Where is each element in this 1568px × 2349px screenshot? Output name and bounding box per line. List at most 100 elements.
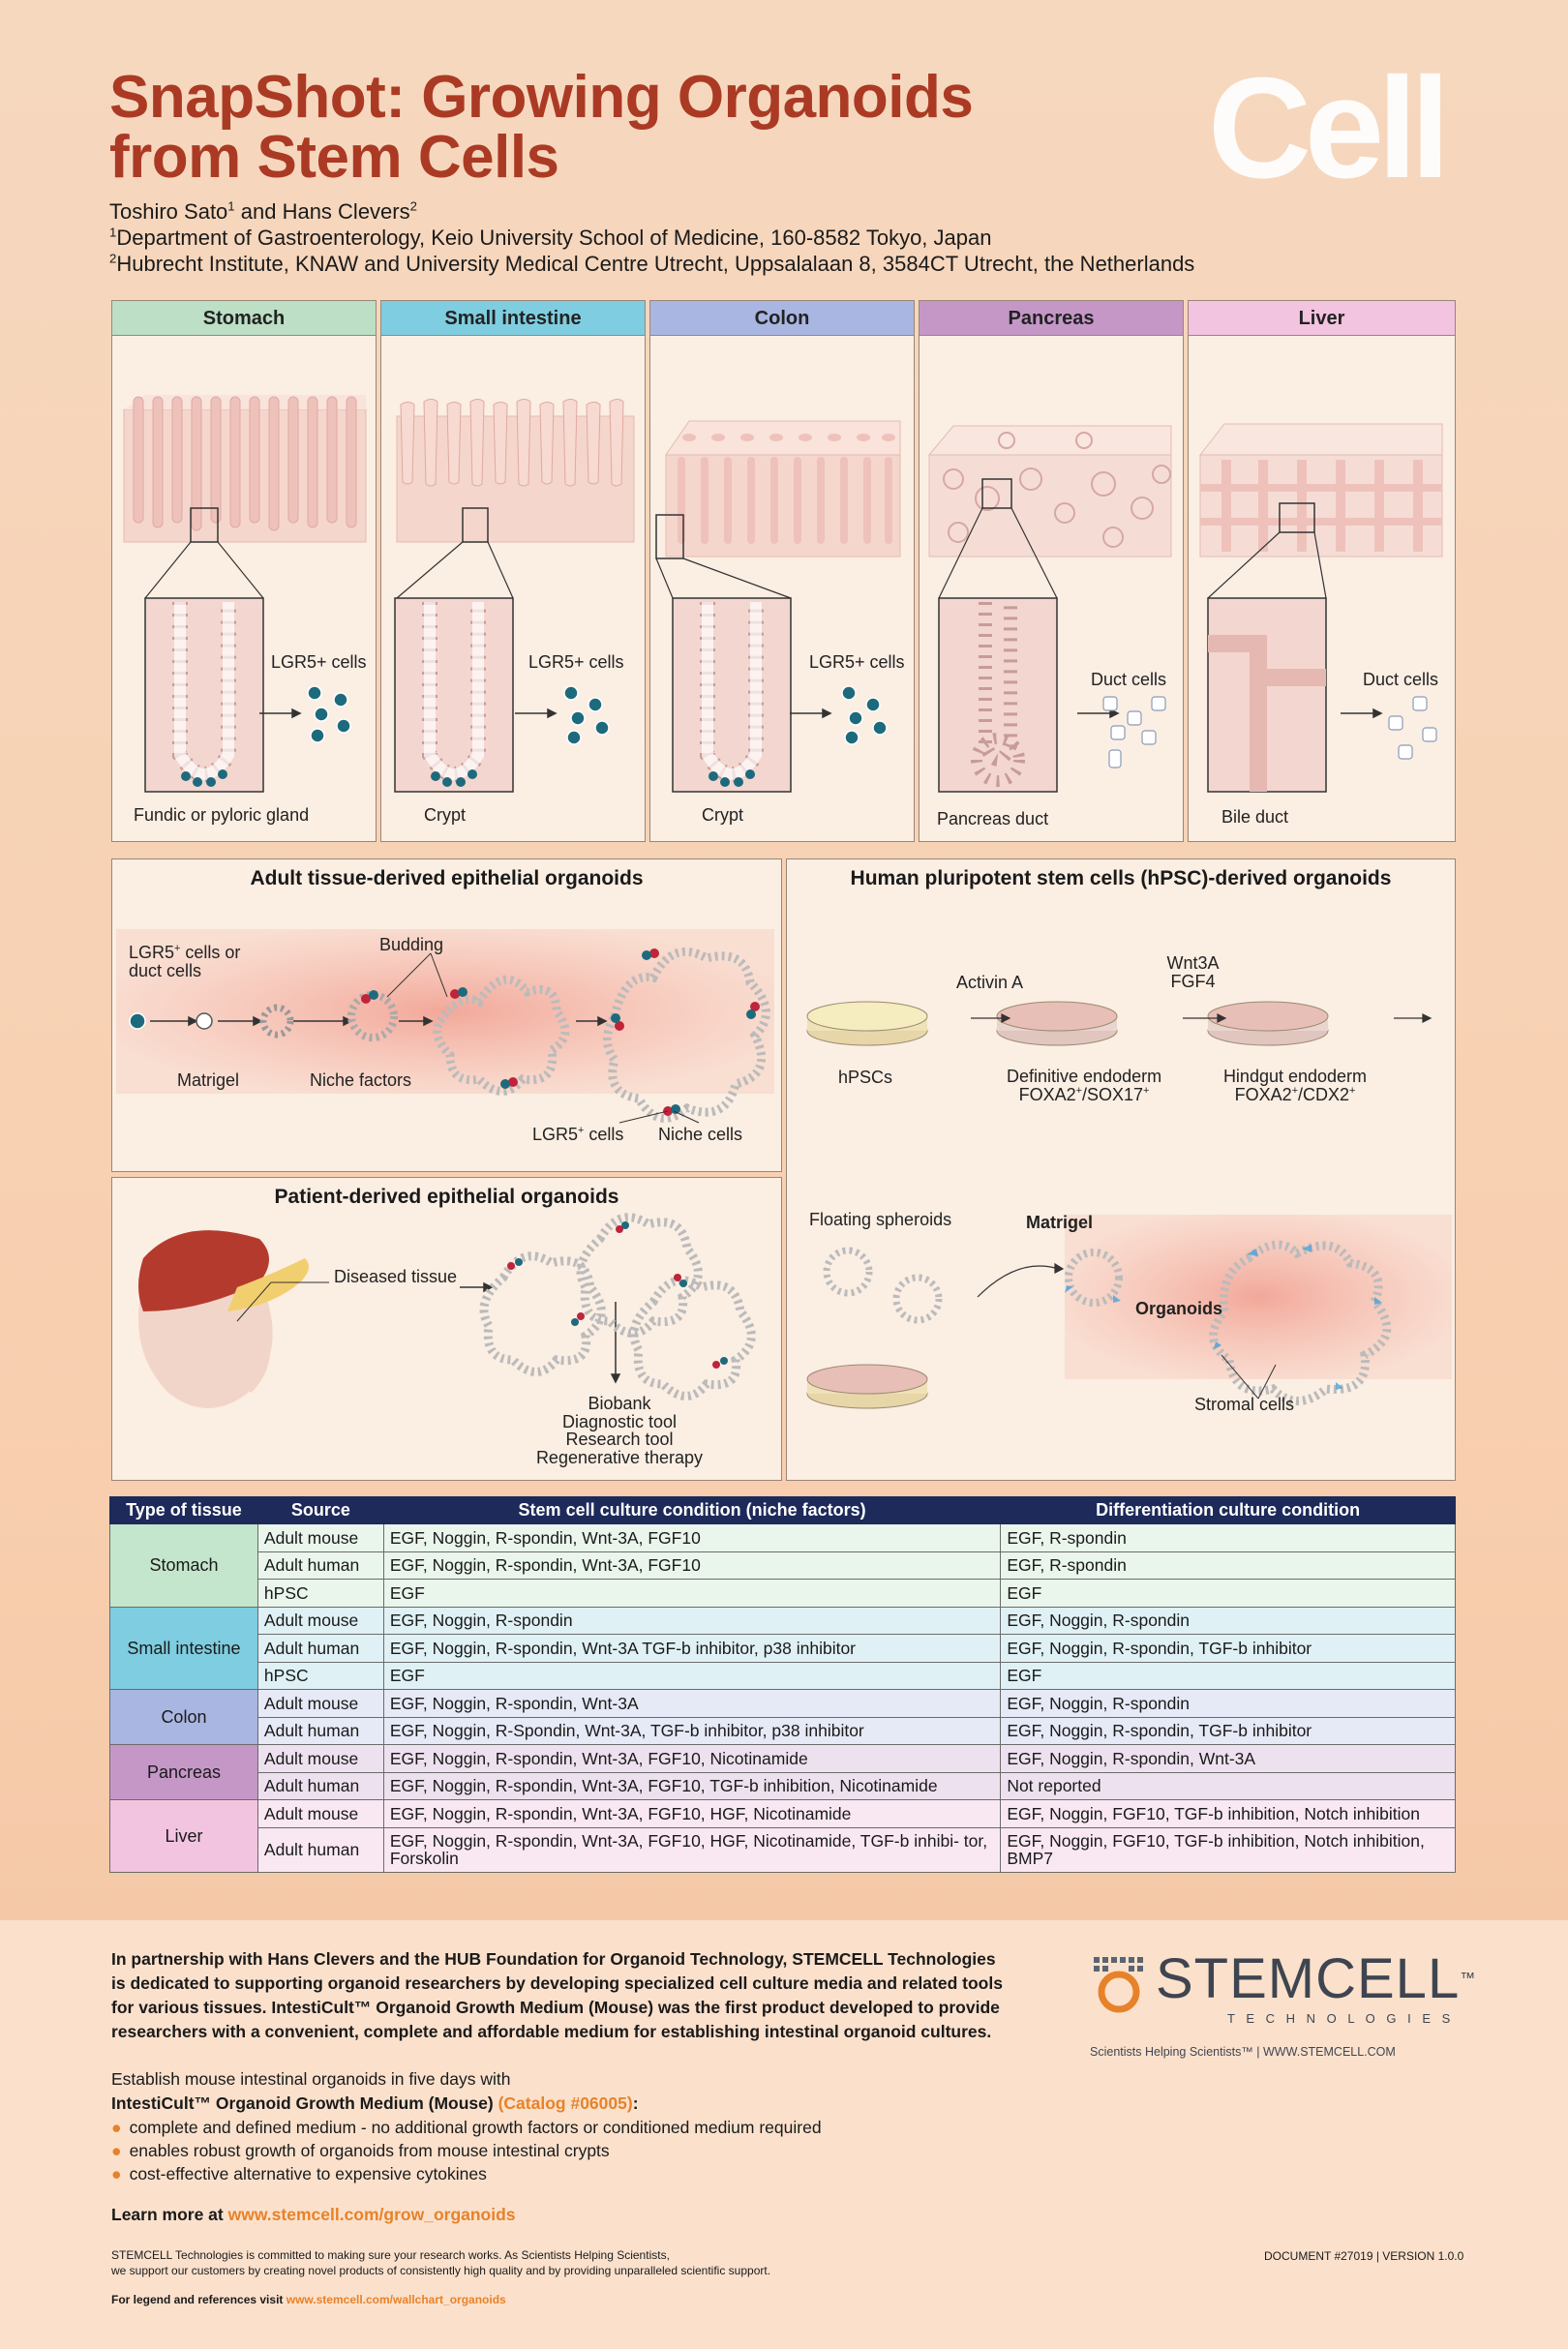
header-stem-cell-condition: Stem cell culture condition (niche facto… xyxy=(382,1496,1002,1524)
tissue-cell-colon: Colon xyxy=(109,1689,258,1745)
dish-hpscs xyxy=(806,1001,928,1046)
use-regenerative-therapy: Regenerative therapy xyxy=(535,1447,704,1467)
partnership-text: In partnership with Hans Clevers and the… xyxy=(111,1949,1003,2041)
lgr5-cells-label: LGR5+ cells xyxy=(532,1125,624,1144)
stem-condition-cell: EGF, Noggin, R-spondin, Wnt-3A, FGF10 xyxy=(382,1523,1002,1552)
hpsc-matrigel-label: Matrigel xyxy=(1026,1213,1094,1232)
diff-condition-cell: EGF, R-spondin xyxy=(1000,1551,1456,1580)
adult-box-title: Adult tissue-derived epithelial organoid… xyxy=(250,867,644,889)
source-cell: hPSC xyxy=(256,1661,384,1690)
stem-condition-cell: EGF, Noggin, R-spondin, Wnt-3A, FGF10, T… xyxy=(382,1771,1002,1800)
diff-condition-cell: EGF, Noggin, R-spondin, TGF-b inhibitor xyxy=(1000,1634,1456,1663)
culture-conditions-table: Type of tissue Source Stem cell culture … xyxy=(109,1496,1456,1873)
table-row: Adult human EGF, Noggin, R-spondin, Wnt-… xyxy=(109,1551,1456,1580)
stemcell-wordmark: STEMCELL™ xyxy=(1156,1947,1477,2010)
stem-condition-cell: EGF, Noggin, R-Spondin, Wnt-3A, TGF-b in… xyxy=(382,1716,1002,1745)
sponsor-footer: In partnership with Hans Clevers and the… xyxy=(0,1920,1568,2349)
source-cell: Adult human xyxy=(256,1826,384,1873)
colon-cell-label: LGR5+ cells xyxy=(809,652,905,672)
stem-condition-cell: EGF, Noggin, R-spondin xyxy=(382,1606,1002,1635)
table-row: Adult human EGF, Noggin, R-spondin, Wnt-… xyxy=(109,1771,1456,1800)
diff-condition-cell: Not reported xyxy=(1000,1771,1456,1800)
liver-structure-label: Bile duct xyxy=(1221,807,1289,827)
learn-more-link[interactable]: www.stemcell.com/grow_organoids xyxy=(227,2205,516,2224)
tissue-header-liver: Liver xyxy=(1189,301,1455,336)
catalog-link[interactable]: (Catalog #06005) xyxy=(498,2093,633,2113)
affiliation-1: 1Department of Gastroenterology, Keio Un… xyxy=(109,225,992,250)
patient-organoid-diagram xyxy=(138,1213,756,1408)
diff-condition-cell: EGF, Noggin, R-spondin xyxy=(1000,1689,1456,1718)
learn-more: Learn more at www.stemcell.com/grow_orga… xyxy=(111,2205,516,2224)
small-intestine-tissue-block xyxy=(394,399,635,793)
stem-condition-cell: EGF xyxy=(382,1579,1002,1608)
diff-condition-cell: EGF, R-spondin xyxy=(1000,1523,1456,1552)
colon-structure-label: Crypt xyxy=(702,805,744,825)
table-row: Adult human EGF, Noggin, R-spondin, Wnt-… xyxy=(109,1634,1456,1663)
cell-journal-logo: Cell xyxy=(1208,48,1450,208)
stemcell-logo-icon xyxy=(1094,1957,1143,2013)
matrigel-label: Matrigel xyxy=(177,1070,240,1090)
table-row: Stomach Adult mouse EGF, Noggin, R-spond… xyxy=(109,1523,1456,1608)
product-line: IntestiCult™ Organoid Growth Medium (Mou… xyxy=(111,2093,639,2113)
table-row: Small intestine Adult mouse EGF, Noggin,… xyxy=(109,1606,1456,1690)
header-source: Source xyxy=(256,1496,384,1524)
pancreas-structure-label: Pancreas duct xyxy=(937,809,1049,828)
stem-condition-cell: EGF, Noggin, R-spondin, Wnt-3A, FGF10, H… xyxy=(382,1826,1002,1873)
stem-condition-cell: EGF xyxy=(382,1661,1002,1690)
diseased-tissue-label: Diseased tissue xyxy=(334,1267,458,1286)
small-intestine-cell-label: LGR5+ cells xyxy=(528,652,624,672)
source-cell: Adult mouse xyxy=(256,1689,384,1718)
header-differentiation-condition: Differentiation culture condition xyxy=(1000,1496,1456,1524)
table-header-row: Type of tissue Source Stem cell culture … xyxy=(109,1496,1456,1524)
bullet-3: ●cost-effective alternative to expensive… xyxy=(111,2164,487,2183)
stem-condition-cell: EGF, Noggin, R-spondin, Wnt-3A, FGF10 xyxy=(382,1551,1002,1580)
stomach-cell-label: LGR5+ cells xyxy=(271,652,367,672)
small-intestine-structure-label: Crypt xyxy=(424,805,467,825)
stem-condition-cell: EGF, Noggin, R-spondin, Wnt-3A TGF-b inh… xyxy=(382,1634,1002,1663)
source-cell: hPSC xyxy=(256,1579,384,1608)
diff-condition-cell: EGF, Noggin, FGF10, TGF-b inhibition, No… xyxy=(1000,1826,1456,1873)
source-cell: Adult human xyxy=(256,1771,384,1800)
floating-spheroids xyxy=(806,1247,943,1409)
establish-text: Establish mouse intestinal organoids in … xyxy=(111,2069,511,2089)
colon-tissue-block xyxy=(655,420,901,793)
adult-organoid-diagram xyxy=(116,929,774,1124)
stromal-cells-label: Stromal cells xyxy=(1194,1395,1295,1414)
source-cell: Adult mouse xyxy=(256,1744,384,1773)
bullet-2: ●enables robust growth of organoids from… xyxy=(111,2141,610,2160)
liver-tissue-block xyxy=(1198,423,1443,793)
stem-condition-cell: EGF, Noggin, R-spondin, Wnt-3A, FGF10, H… xyxy=(382,1799,1002,1828)
diff-condition-cell: EGF, Noggin, R-spondin xyxy=(1000,1606,1456,1635)
stomach-tissue-block xyxy=(123,395,367,793)
tissue-cell-small-intestine: Small intestine xyxy=(109,1606,258,1690)
document-number: DOCUMENT #27019 | VERSION 1.0.0 xyxy=(1264,2249,1464,2263)
legend-link[interactable]: www.stemcell.com/wallchart_organoids xyxy=(286,2293,506,2306)
budding-label: Budding xyxy=(379,935,444,954)
stemcell-tagline: Scientists Helping Scientists™ | WWW.STE… xyxy=(1090,2045,1396,2059)
diff-condition-cell: EGF xyxy=(1000,1661,1456,1690)
stomach-structure-label: Fundic or pyloric gland xyxy=(134,805,310,825)
tissue-header-small-intestine: Small intestine xyxy=(381,301,645,336)
floating-spheroids-label: Floating spheroids xyxy=(809,1210,952,1229)
page-title: SnapShot: Growing Organoids from Stem Ce… xyxy=(109,64,974,191)
niche-cells-label: Niche cells xyxy=(658,1125,743,1144)
tissue-header-colon: Colon xyxy=(650,301,914,336)
source-cell: Adult human xyxy=(256,1634,384,1663)
header-type-of-tissue: Type of tissue xyxy=(109,1496,258,1524)
pancreas-tissue-block xyxy=(927,425,1172,793)
table-row: Colon Adult mouse EGF, Noggin, R-spondin… xyxy=(109,1689,1456,1745)
stemcell-technologies: T E C H N O L O G I E S xyxy=(1227,2011,1455,2026)
source-cell: Adult mouse xyxy=(256,1606,384,1635)
table-row: hPSC EGF EGF xyxy=(109,1579,1456,1608)
source-cell: Adult human xyxy=(256,1551,384,1580)
commitment-text: STEMCELL Technologies is committed to ma… xyxy=(111,2248,771,2277)
authors: Toshiro Sato1 and Hans Clevers2 xyxy=(109,198,417,224)
tissue-illustrations xyxy=(123,395,1443,793)
patient-box-title: Patient-derived epithelial organoids xyxy=(274,1186,619,1208)
affiliation-2: 2Hubrecht Institute, KNAW and University… xyxy=(109,251,1195,276)
stem-condition-cell: EGF, Noggin, R-spondin, Wnt-3A, FGF10, N… xyxy=(382,1744,1002,1773)
